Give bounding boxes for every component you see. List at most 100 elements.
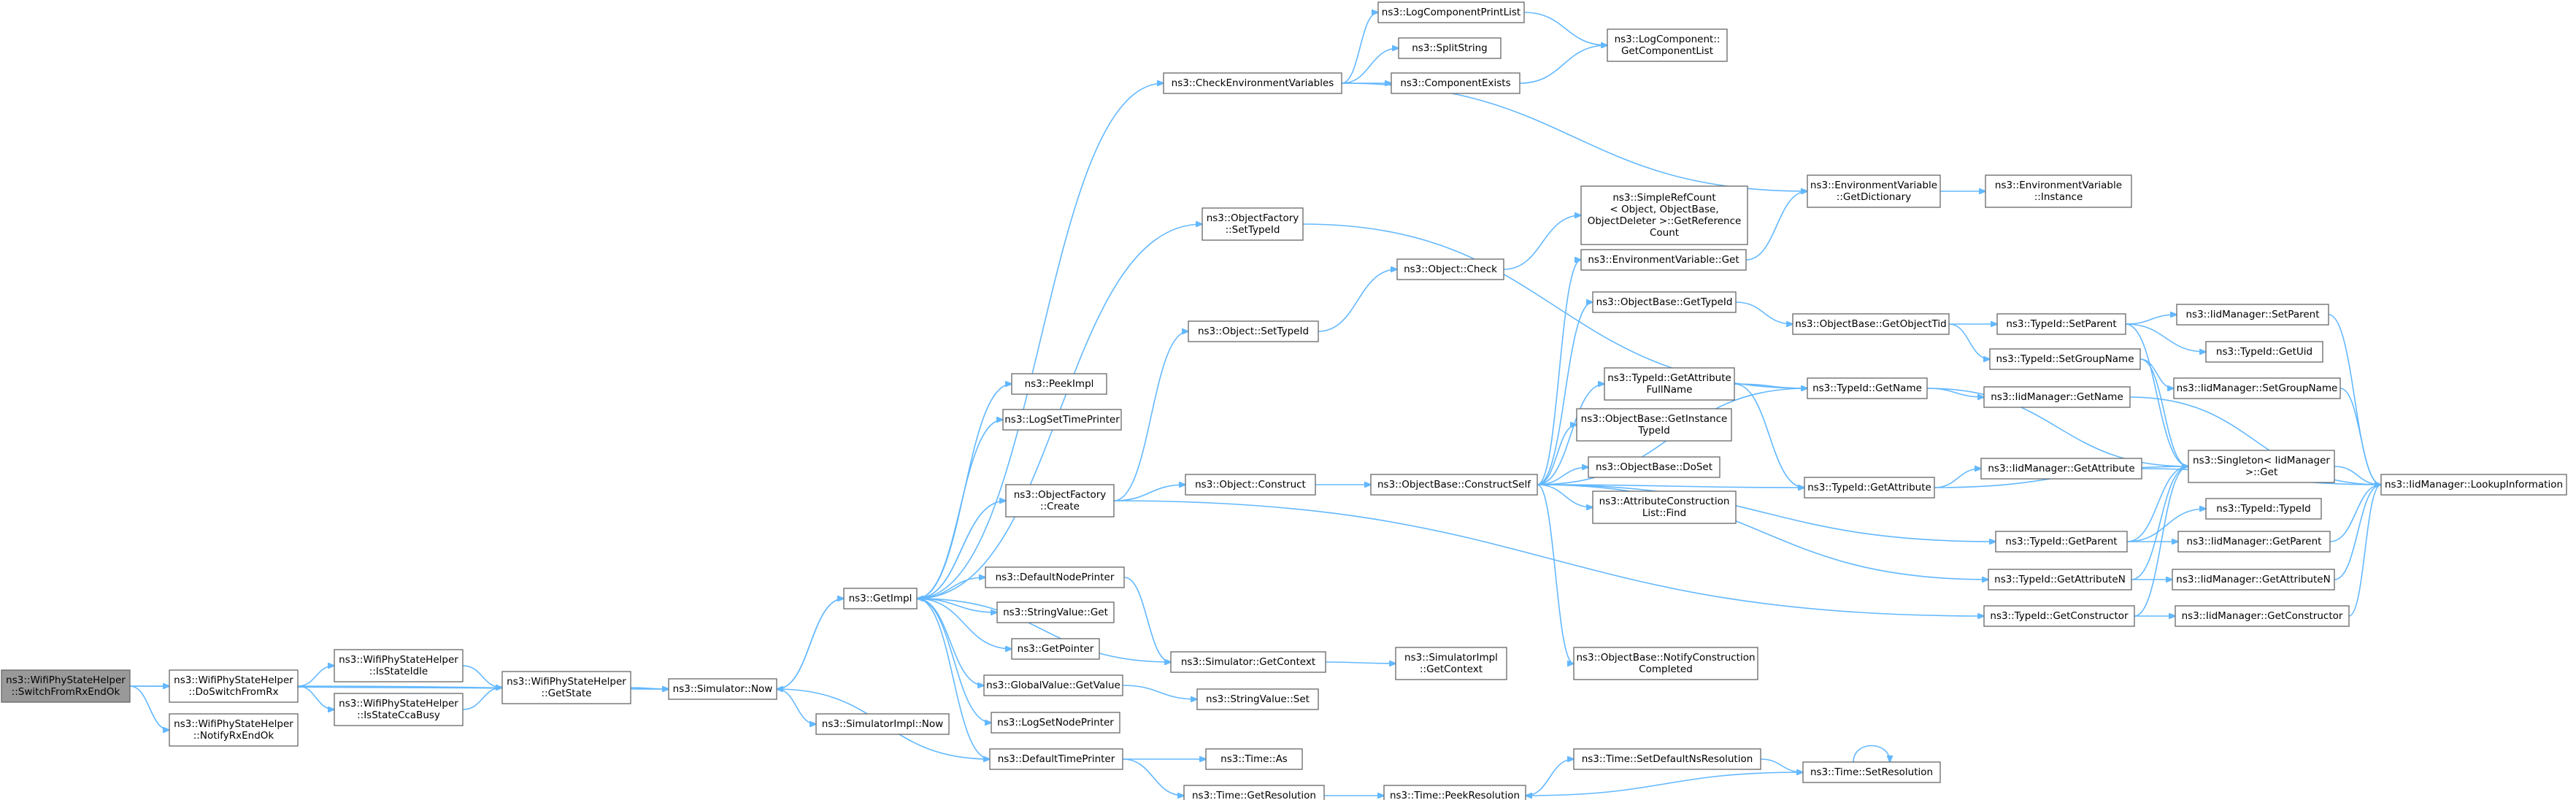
node-ns3-simulatorimpl-getcontext[interactable]: ns3::SimulatorImpl::GetContext <box>1395 647 1507 680</box>
node-label-line: ns3::Time::PeekResolution <box>1390 790 1520 800</box>
edge-singletonGet-to-iidLookup <box>2334 466 2381 485</box>
node-label-line: ns3::Singleton< IidManager <box>2193 455 2330 466</box>
node-ns3-wifiphystatehelper-isstateidle[interactable]: ns3::WifiPhyStateHelper::IsStateIdle <box>334 649 464 682</box>
node-label-line: ns3::EnvironmentVariable <box>1810 180 1937 191</box>
node-ns3-objectbase-gettypeid[interactable]: ns3::ObjectBase::GetTypeId <box>1592 291 1737 313</box>
node-ns3-typeid-setparent[interactable]: ns3::TypeId::SetParent <box>1996 313 2126 335</box>
node-box <box>1985 174 2132 208</box>
node-ns3-wifiphystatehelper-getstate[interactable]: ns3::WifiPhyStateHelper::GetState <box>501 671 631 704</box>
node-ns3-typeid-typeid[interactable]: ns3::TypeId::TypeId <box>2205 498 2322 520</box>
node-ns3-typeid-getuid[interactable]: ns3::TypeId::GetUid <box>2205 341 2323 363</box>
node-label-line: ns3::TypeId::GetName <box>1812 382 1922 394</box>
node-box <box>1576 408 1732 442</box>
node-ns3-typeid-getname[interactable]: ns3::TypeId::GetName <box>1807 377 1928 399</box>
node-ns3-environmentvariable-instance[interactable]: ns3::EnvironmentVariable::Instance <box>1985 174 2132 208</box>
node-ns3-singleton-iidmanager-get[interactable]: ns3::Singleton< IidManager>::Get <box>2188 450 2335 483</box>
node-ns3-time-getresolution[interactable]: ns3::Time::GetResolution <box>1183 785 1325 800</box>
node-label-line: ns3::Time::As <box>1220 753 1288 765</box>
node-ns3-iidmanager-setparent[interactable]: ns3::IidManager::SetParent <box>2176 304 2329 326</box>
node-ns3-typeid-setgroupname[interactable]: ns3::TypeId::SetGroupName <box>1989 348 2141 370</box>
node-ns3-stringvalue-get[interactable]: ns3::StringValue::Get <box>996 601 1115 623</box>
node-box <box>334 693 464 726</box>
node-ns3-time-as[interactable]: ns3::Time::As <box>1205 748 1303 770</box>
node-label-line: ns3::EnvironmentVariable <box>1995 180 2122 191</box>
node-label-line: ns3::IidManager::LookupInformation <box>2385 479 2563 491</box>
node-ns3-environmentvariable-get[interactable]: ns3::EnvironmentVariable::Get <box>1580 249 1747 271</box>
node-ns3-time-peekresolution[interactable]: ns3::Time::PeekResolution <box>1383 785 1526 800</box>
edge-tidGetAttrFull-to-tidGetName <box>1734 383 1807 388</box>
node-ns3-defaulttimeprinter[interactable]: ns3::DefaultTimePrinter <box>989 748 1123 770</box>
node-box <box>1588 456 1720 478</box>
edge-timeSetDef-to-timeSetRes <box>1760 758 1803 772</box>
node-ns3-typeid-getattributen[interactable]: ns3::TypeId::GetAttributeN <box>1988 569 2132 591</box>
edge-envGet-to-envDict <box>1745 191 1807 261</box>
node-ns3-logsetnodeprinter[interactable]: ns3::LogSetNodePrinter <box>991 712 1120 734</box>
node-ns3-objectbase-doset[interactable]: ns3::ObjectBase::DoSet <box>1588 456 1720 478</box>
node-ns3-objectbase-getobjecttid[interactable]: ns3::ObjectBase::GetObjectTid <box>1792 313 1950 335</box>
node-ns3-logsettimeprinter[interactable]: ns3::LogSetTimePrinter <box>1002 409 1122 431</box>
node-ns3-simplerefcount-object-objectbase-objectdeleter-getreference-count[interactable]: ns3::SimpleRefCount< Object, ObjectBase,… <box>1580 185 1748 245</box>
node-label-line: ::NotifyRxEndOk <box>193 730 274 742</box>
node-ns3-objectbase-notifyconstruction-completed[interactable]: ns3::ObjectBase::NotifyConstructionCompl… <box>1573 647 1758 680</box>
node-box <box>1983 386 2131 408</box>
node-label-line: ::GetContext <box>1420 664 1483 675</box>
node-label-line: ns3::WifiPhyStateHelper <box>6 674 126 686</box>
node-ns3-iidmanager-lookupinformation[interactable]: ns3::IidManager::LookupInformation <box>2380 474 2567 496</box>
node-ns3-peekimpl[interactable]: ns3::PeekImpl <box>1011 373 1107 395</box>
node-ns3-iidmanager-getattribute[interactable]: ns3::IidManager::GetAttribute <box>1980 458 2142 480</box>
edge-tidSetParent-to-iidSetParent <box>2125 315 2177 325</box>
node-ns3-iidmanager-getattributen[interactable]: ns3::IidManager::GetAttributeN <box>2172 569 2335 591</box>
node-ns3-objectfactory-settypeid[interactable]: ns3::ObjectFactory::SetTypeId <box>1202 207 1304 241</box>
node-ns3-iidmanager-getparent[interactable]: ns3::IidManager::GetParent <box>2177 531 2331 553</box>
node-ns3-objectbase-constructself[interactable]: ns3::ObjectBase::ConstructSelf <box>1370 474 1538 496</box>
node-label-line: ObjectDeleter >::GetReference <box>1588 215 1742 227</box>
edge-obConstructSelf-to-attrFind <box>1537 484 1593 507</box>
node-ns3-wifiphystatehelper-switchfromrxendok[interactable]: ns3::WifiPhyStateHelper::SwitchFromRxEnd… <box>1 669 131 703</box>
node-ns3-object-construct[interactable]: ns3::Object::Construct <box>1185 474 1316 496</box>
node-ns3-simulator-getcontext[interactable]: ns3::Simulator::GetContext <box>1170 651 1326 673</box>
node-ns3-object-settypeid[interactable]: ns3::Object::SetTypeId <box>1188 320 1319 342</box>
node-ns3-splitstring[interactable]: ns3::SplitString <box>1398 37 1502 59</box>
node-ns3-stringvalue-set[interactable]: ns3::StringValue::Set <box>1196 688 1319 710</box>
node-ns3-environmentvariable-getdictionary[interactable]: ns3::EnvironmentVariable::GetDictionary <box>1807 174 1941 208</box>
node-label-line: ns3::TypeId::SetGroupName <box>1996 353 2134 365</box>
edge-isIdle-to-getState <box>462 665 502 688</box>
node-box <box>1396 258 1504 280</box>
node-ns3-typeid-getparent[interactable]: ns3::TypeId::GetParent <box>1995 531 2128 553</box>
node-ns3-wifiphystatehelper-notifyrxendok[interactable]: ns3::WifiPhyStateHelper::NotifyRxEndOk <box>169 713 299 747</box>
node-ns3-iidmanager-getconstructor[interactable]: ns3::IidManager::GetConstructor <box>2175 605 2350 627</box>
node-ns3-defaultnodeprinter[interactable]: ns3::DefaultNodePrinter <box>985 566 1125 588</box>
node-ns3-checkenvironmentvariables[interactable]: ns3::CheckEnvironmentVariables <box>1163 72 1342 94</box>
node-ns3-iidmanager-getname[interactable]: ns3::IidManager::GetName <box>1983 386 2131 408</box>
node-ns3-object-check[interactable]: ns3::Object::Check <box>1396 258 1504 280</box>
node-ns3-globalvalue-getvalue[interactable]: ns3::GlobalValue::GetValue <box>983 674 1123 696</box>
node-label-line: FullName <box>1647 384 1693 396</box>
edge-getImpl-to-simGetCtx <box>916 598 1171 662</box>
node-ns3-typeid-getattribute[interactable]: ns3::TypeId::GetAttribute <box>1804 477 1935 499</box>
node-ns3-componentexists[interactable]: ns3::ComponentExists <box>1391 72 1520 94</box>
node-label-line: ::SetTypeId <box>1226 224 1280 236</box>
node-ns3-logcomponentprintlist[interactable]: ns3::LogComponentPrintList <box>1377 1 1525 23</box>
node-ns3-objectfactory-create[interactable]: ns3::ObjectFactory::Create <box>1005 484 1115 518</box>
node-ns3-getpointer[interactable]: ns3::GetPointer <box>1011 638 1100 660</box>
node-ns3-wifiphystatehelper-doswitchfromrx[interactable]: ns3::WifiPhyStateHelper::DoSwitchFromRx <box>169 669 299 703</box>
node-ns3-iidmanager-setgroupname[interactable]: ns3::IidManager::SetGroupName <box>2173 377 2341 399</box>
edge-getImpl-to-getPointer <box>916 598 1012 649</box>
node-box <box>1188 320 1319 342</box>
node-ns3-getimpl[interactable]: ns3::GetImpl <box>843 588 918 609</box>
node-ns3-logcomponent-getcomponentlist[interactable]: ns3::LogComponent::GetComponentList <box>1607 28 1728 62</box>
node-ns3-wifiphystatehelper-isstateccabusy[interactable]: ns3::WifiPhyStateHelper::IsStateCcaBusy <box>334 693 464 726</box>
node-ns3-simulator-now[interactable]: ns3::Simulator::Now <box>668 678 777 700</box>
node-ns3-typeid-getconstructor[interactable]: ns3::TypeId::GetConstructor <box>1983 605 2135 627</box>
node-ns3-time-setresolution[interactable]: ns3::Time::SetResolution <box>1802 761 1941 783</box>
node-label-line: < Object, ObjectBase, <box>1610 204 1718 215</box>
node-ns3-simulatorimpl-now[interactable]: ns3::SimulatorImpl::Now <box>815 713 950 735</box>
node-box <box>169 713 299 747</box>
edge-tidGetAttrN-to-singletonGet <box>2131 466 2188 580</box>
edge-ofCreate-to-objSetType <box>1113 331 1188 501</box>
node-ns3-time-setdefaultnsresolution[interactable]: ns3::Time::SetDefaultNsResolution <box>1573 748 1761 770</box>
